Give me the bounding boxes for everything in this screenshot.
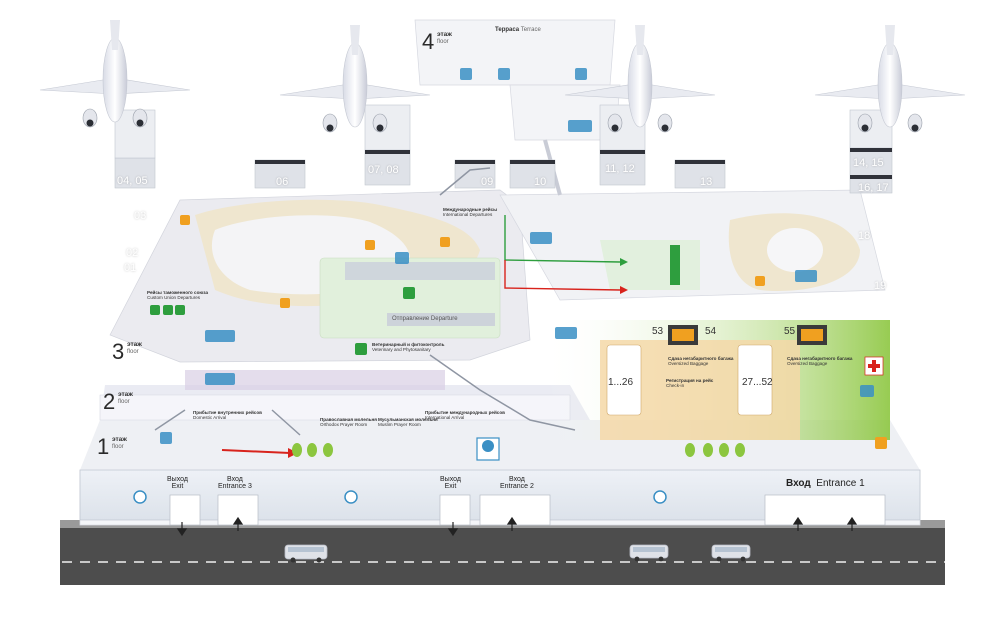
bus-3	[711, 544, 751, 562]
floor-2-base	[99, 370, 590, 421]
gate-04-05: 04, 05	[117, 175, 148, 187]
gate-03: 03	[134, 210, 147, 222]
floor-4-label: 4	[422, 29, 435, 54]
gate-02: 02	[126, 247, 139, 259]
departure-label: Отправление Departure	[392, 316, 458, 322]
gate-18: 18	[858, 230, 871, 242]
counter-53: 53	[652, 326, 664, 337]
airplane-2	[279, 25, 431, 133]
gate-14-15: 14, 15	[853, 157, 884, 169]
gate-roofs	[255, 148, 892, 179]
floor-2-label: 2	[103, 389, 116, 414]
gate-buildings	[114, 104, 893, 194]
gate-06: 06	[276, 176, 289, 188]
door-arrows	[176, 516, 858, 537]
gate-16-17: 16, 17	[858, 182, 889, 194]
green-icons	[150, 245, 680, 355]
gate-13: 13	[700, 176, 713, 188]
airplane-1	[39, 20, 191, 128]
gate-19: 19	[874, 280, 887, 292]
medical-cross-icon	[864, 356, 884, 376]
gate-07-08: 07, 08	[368, 164, 399, 176]
counter-range-1: 1...26	[608, 377, 634, 388]
doors	[169, 494, 886, 526]
airplane-4	[814, 25, 966, 133]
gate-10: 10	[534, 176, 547, 188]
escalators	[154, 167, 576, 436]
gate-11-12: 11, 12	[605, 163, 635, 175]
floor-3-base	[109, 189, 531, 363]
info-kiosk-icon	[476, 437, 500, 461]
floor-3-label: 3	[112, 339, 125, 364]
checkin-hall	[540, 320, 890, 440]
gate-09: 09	[481, 176, 494, 188]
floor-1-label: 1	[97, 434, 110, 459]
bus-1	[284, 544, 328, 563]
entrance-1-label[interactable]: Вход Entrance 1	[786, 478, 865, 489]
counter-54: 54	[705, 326, 717, 337]
gate-01: 01	[124, 262, 137, 274]
checkin-counters	[606, 344, 773, 416]
service-icons	[160, 68, 874, 444]
bus-2	[629, 544, 669, 562]
road	[60, 520, 945, 585]
terrace-label: Терраса Terrace	[495, 27, 541, 33]
departure-routes	[504, 215, 628, 294]
counter-55: 55	[784, 326, 796, 337]
airplane-3	[564, 25, 716, 133]
oversize-desks	[668, 325, 827, 345]
info-round-icons	[133, 490, 667, 504]
counter-range-2: 27...52	[742, 377, 773, 388]
orange-icons	[180, 215, 887, 449]
right-wing	[499, 189, 886, 301]
trees	[292, 443, 745, 457]
